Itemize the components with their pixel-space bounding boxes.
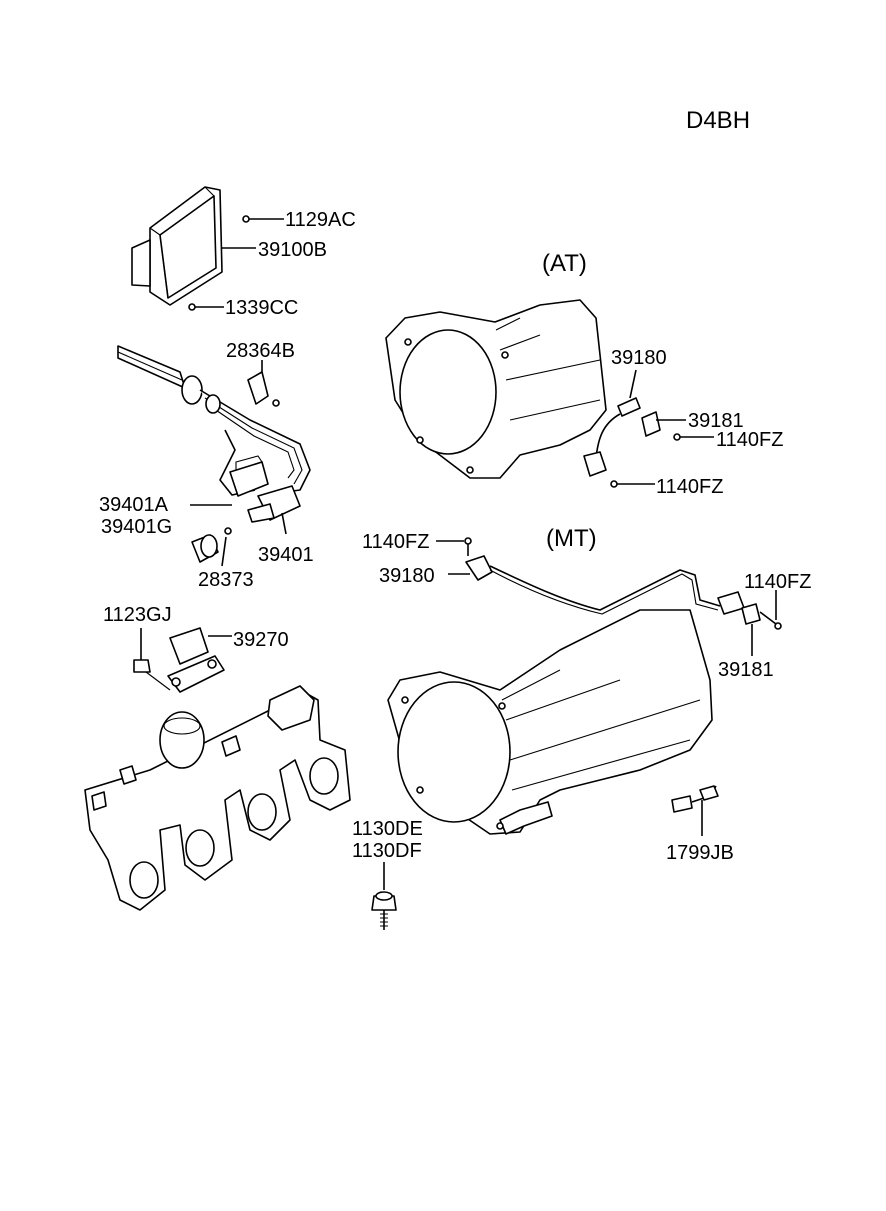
- intake-manifold[interactable]: [84, 685, 351, 911]
- label-39100b: 39100B: [258, 239, 327, 261]
- mt-bolt-1140fz-2[interactable]: [717, 590, 782, 630]
- at-speed-sensor-39180[interactable]: [583, 369, 641, 477]
- label-at-39181: 39181: [688, 410, 744, 432]
- solenoid-valve-39401a[interactable]: [229, 455, 269, 497]
- label-at-1140fz-2: 1140FZ: [656, 476, 723, 498]
- ecu-unit[interactable]: [131, 186, 223, 306]
- at-section-label: (AT): [542, 250, 587, 277]
- label-mt-1140fz-1: 1140FZ: [362, 531, 429, 553]
- mt-speed-sensor-39180[interactable]: [448, 555, 721, 615]
- label-at-39180: 39180: [611, 347, 667, 369]
- label-mt-1140fz-2: 1140FZ: [744, 571, 811, 593]
- label-1130df: 1130DF: [352, 840, 422, 862]
- vacuum-hose-assembly[interactable]: [117, 345, 311, 496]
- label-mt-39180: 39180: [379, 565, 435, 587]
- label-1130de: 1130DE: [352, 818, 423, 840]
- manual-transmission[interactable]: [387, 609, 713, 835]
- label-1123gj: 1123GJ: [103, 604, 172, 626]
- mt-connector-39181[interactable]: [741, 603, 761, 656]
- grommet-28373[interactable]: [191, 527, 232, 567]
- label-1799jb: 1799JB: [666, 842, 734, 864]
- bolt-1130de-1130df[interactable]: [371, 862, 397, 930]
- map-bolt-1123gj[interactable]: [133, 628, 171, 691]
- label-28373: 28373: [198, 569, 254, 591]
- ecu-screw-1129ac[interactable]: [242, 215, 284, 223]
- label-39401: 39401: [258, 544, 314, 566]
- at-connector-39181[interactable]: [641, 411, 686, 437]
- label-mt-39181: 39181: [718, 659, 774, 681]
- label-at-1140fz-1: 1140FZ: [716, 429, 783, 451]
- harness-1799jb[interactable]: [671, 785, 719, 836]
- vacuum-bracket-28364b[interactable]: [247, 360, 280, 407]
- mt-section-label: (MT): [546, 525, 597, 552]
- label-28364b: 28364B: [226, 340, 295, 362]
- label-39270: 39270: [233, 629, 289, 651]
- solenoid-valve-39401[interactable]: [247, 485, 301, 535]
- at-bolt-1140fz-1[interactable]: [673, 433, 714, 441]
- at-bolt-1140fz-2[interactable]: [610, 480, 655, 488]
- label-39401a: 39401A: [99, 494, 169, 516]
- label-39401g: 39401G: [101, 516, 172, 538]
- label-1339cc: 1339CC: [225, 297, 298, 319]
- automatic-transmission[interactable]: [385, 299, 607, 479]
- label-1129ac: 1129AC: [285, 209, 356, 231]
- map-sensor-39270[interactable]: [167, 627, 225, 693]
- ecu-screw-1339cc[interactable]: [188, 303, 224, 311]
- mt-bolt-1140fz-1[interactable]: [436, 537, 472, 556]
- engine-code: D4BH: [686, 107, 750, 134]
